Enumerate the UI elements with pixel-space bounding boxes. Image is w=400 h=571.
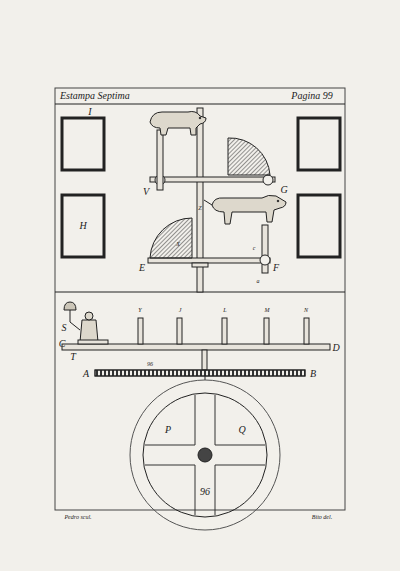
- part-letter: S: [62, 323, 67, 333]
- part-letter: c: [253, 245, 256, 251]
- part-letter: E: [139, 263, 145, 273]
- post-letter: J: [179, 307, 182, 313]
- part-letter: H: [79, 221, 86, 231]
- engraver-credit: Pedro scul.: [64, 514, 91, 520]
- part-letter: G: [280, 185, 287, 195]
- part-letter: F: [273, 263, 279, 273]
- callout-number: 96: [200, 487, 210, 497]
- part-letter: T: [70, 352, 76, 362]
- part-letter: B: [310, 369, 316, 379]
- part-letter: A: [83, 369, 89, 379]
- part-letter: P: [165, 425, 171, 435]
- page-number: Pagina 99: [291, 91, 332, 101]
- part-letter: a: [257, 278, 260, 284]
- part-letter: V: [143, 187, 149, 197]
- post-letter: L: [223, 307, 226, 313]
- draughtsman-credit: Bito del.: [312, 514, 332, 520]
- post-letter: M: [265, 307, 270, 313]
- callout-number: 96: [147, 361, 153, 367]
- part-letter: Z: [198, 205, 201, 211]
- part-letter: D: [332, 343, 339, 353]
- post-letter: N: [304, 307, 308, 313]
- part-letter: X: [176, 241, 180, 247]
- part-letter: Q: [238, 425, 245, 435]
- part-letter: I: [88, 107, 91, 117]
- post-letter: Y: [138, 307, 141, 313]
- part-letter: C: [59, 339, 66, 349]
- plate-title: Estampa Septima: [60, 91, 130, 101]
